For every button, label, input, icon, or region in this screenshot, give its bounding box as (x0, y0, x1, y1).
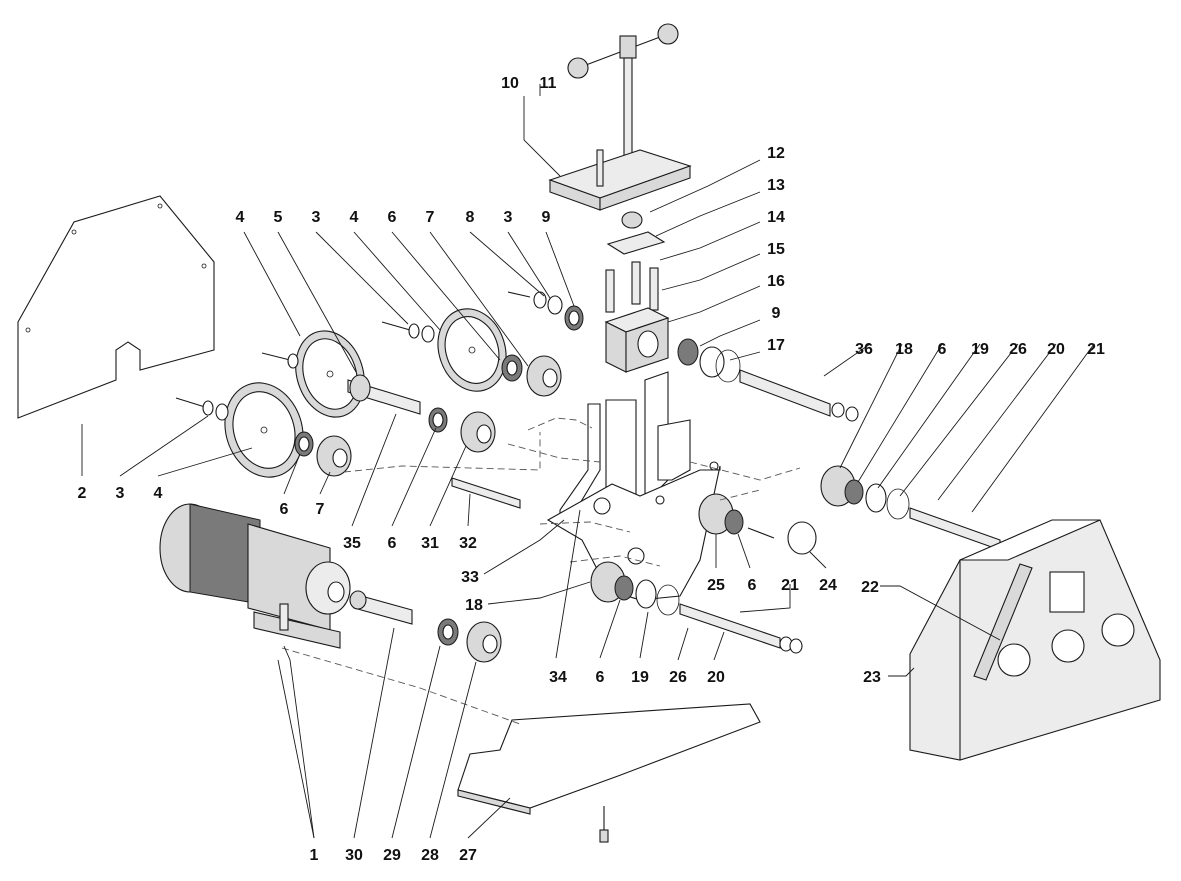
callout-7-b: 7 (316, 501, 325, 518)
callout-20-b: 20 (707, 669, 725, 686)
callout-21-b: 21 (781, 577, 799, 594)
callout-24: 24 (819, 577, 837, 594)
callout-14: 14 (767, 209, 785, 226)
upper-right-shaft (677, 338, 859, 422)
callout-31: 31 (421, 535, 439, 552)
callout-23: 23 (863, 669, 881, 686)
callout-4-c: 4 (154, 485, 163, 502)
callout-3-b: 3 (504, 209, 513, 226)
callout-18-a: 18 (895, 341, 913, 358)
callout-10: 10 (501, 75, 519, 92)
callout-15: 15 (767, 241, 785, 258)
callout-16: 16 (767, 273, 785, 290)
central-block (604, 261, 670, 373)
callout-19-a: 19 (971, 341, 989, 358)
callout-4-b: 4 (350, 209, 359, 226)
callout-6-d: 6 (388, 535, 397, 552)
callout-1: 1 (310, 847, 319, 864)
callout-3-a: 3 (312, 209, 321, 226)
bolts-washers-left (175, 291, 563, 421)
motor (159, 503, 413, 649)
shaft-32 (451, 477, 521, 509)
callout-6-c: 6 (280, 501, 289, 518)
callout-13: 13 (767, 177, 785, 194)
side-frames (546, 371, 721, 601)
leader-lines (81, 84, 1095, 839)
callout-labels: 10 11 12 13 14 15 16 9 17 4 5 3 4 6 7 8 … (78, 75, 1105, 864)
callout-7-a: 7 (426, 209, 435, 226)
housing (909, 519, 1161, 761)
bearing-roller-lower (437, 618, 502, 663)
callout-18-b: 18 (465, 597, 483, 614)
callout-33: 33 (461, 569, 479, 586)
callout-36: 36 (855, 341, 873, 358)
shaft-35 (347, 374, 421, 415)
callout-28: 28 (421, 847, 439, 864)
callout-19-b: 19 (631, 669, 649, 686)
right-lower-roller (698, 493, 817, 555)
callout-11: 11 (540, 75, 557, 92)
callout-17: 17 (767, 337, 785, 354)
callout-29: 29 (383, 847, 401, 864)
callout-6-b: 6 (938, 341, 947, 358)
callout-6-f: 6 (596, 669, 605, 686)
callout-34: 34 (549, 669, 567, 686)
callout-22: 22 (861, 579, 879, 596)
callout-30: 30 (345, 847, 363, 864)
callout-21-a: 21 (1087, 341, 1105, 358)
gear-large-mid (295, 330, 365, 418)
callout-4-a: 4 (236, 209, 245, 226)
press-screw-assembly (548, 23, 692, 255)
base-plate (457, 703, 761, 843)
callout-32: 32 (459, 535, 477, 552)
lower-roller-set (590, 561, 803, 654)
callout-8: 8 (466, 209, 475, 226)
callout-6-a: 6 (388, 209, 397, 226)
callout-26-a: 26 (1009, 341, 1027, 358)
callout-27: 27 (459, 847, 477, 864)
callout-6-e: 6 (748, 577, 757, 594)
callout-5: 5 (274, 209, 283, 226)
callout-2: 2 (78, 485, 87, 502)
guard-plate (17, 195, 215, 419)
assembly-lines (281, 417, 801, 725)
callout-9-right: 9 (772, 305, 781, 322)
callout-20-a: 20 (1047, 341, 1065, 358)
callout-26-b: 26 (669, 669, 687, 686)
callout-9-top: 9 (542, 209, 551, 226)
callout-3-c: 3 (116, 485, 125, 502)
gear-large-left (224, 382, 304, 478)
gear-large-upper (437, 308, 507, 392)
callout-35: 35 (343, 535, 361, 552)
bearings-rollers-left (294, 305, 584, 477)
callout-12: 12 (767, 145, 785, 162)
callout-25: 25 (707, 577, 725, 594)
